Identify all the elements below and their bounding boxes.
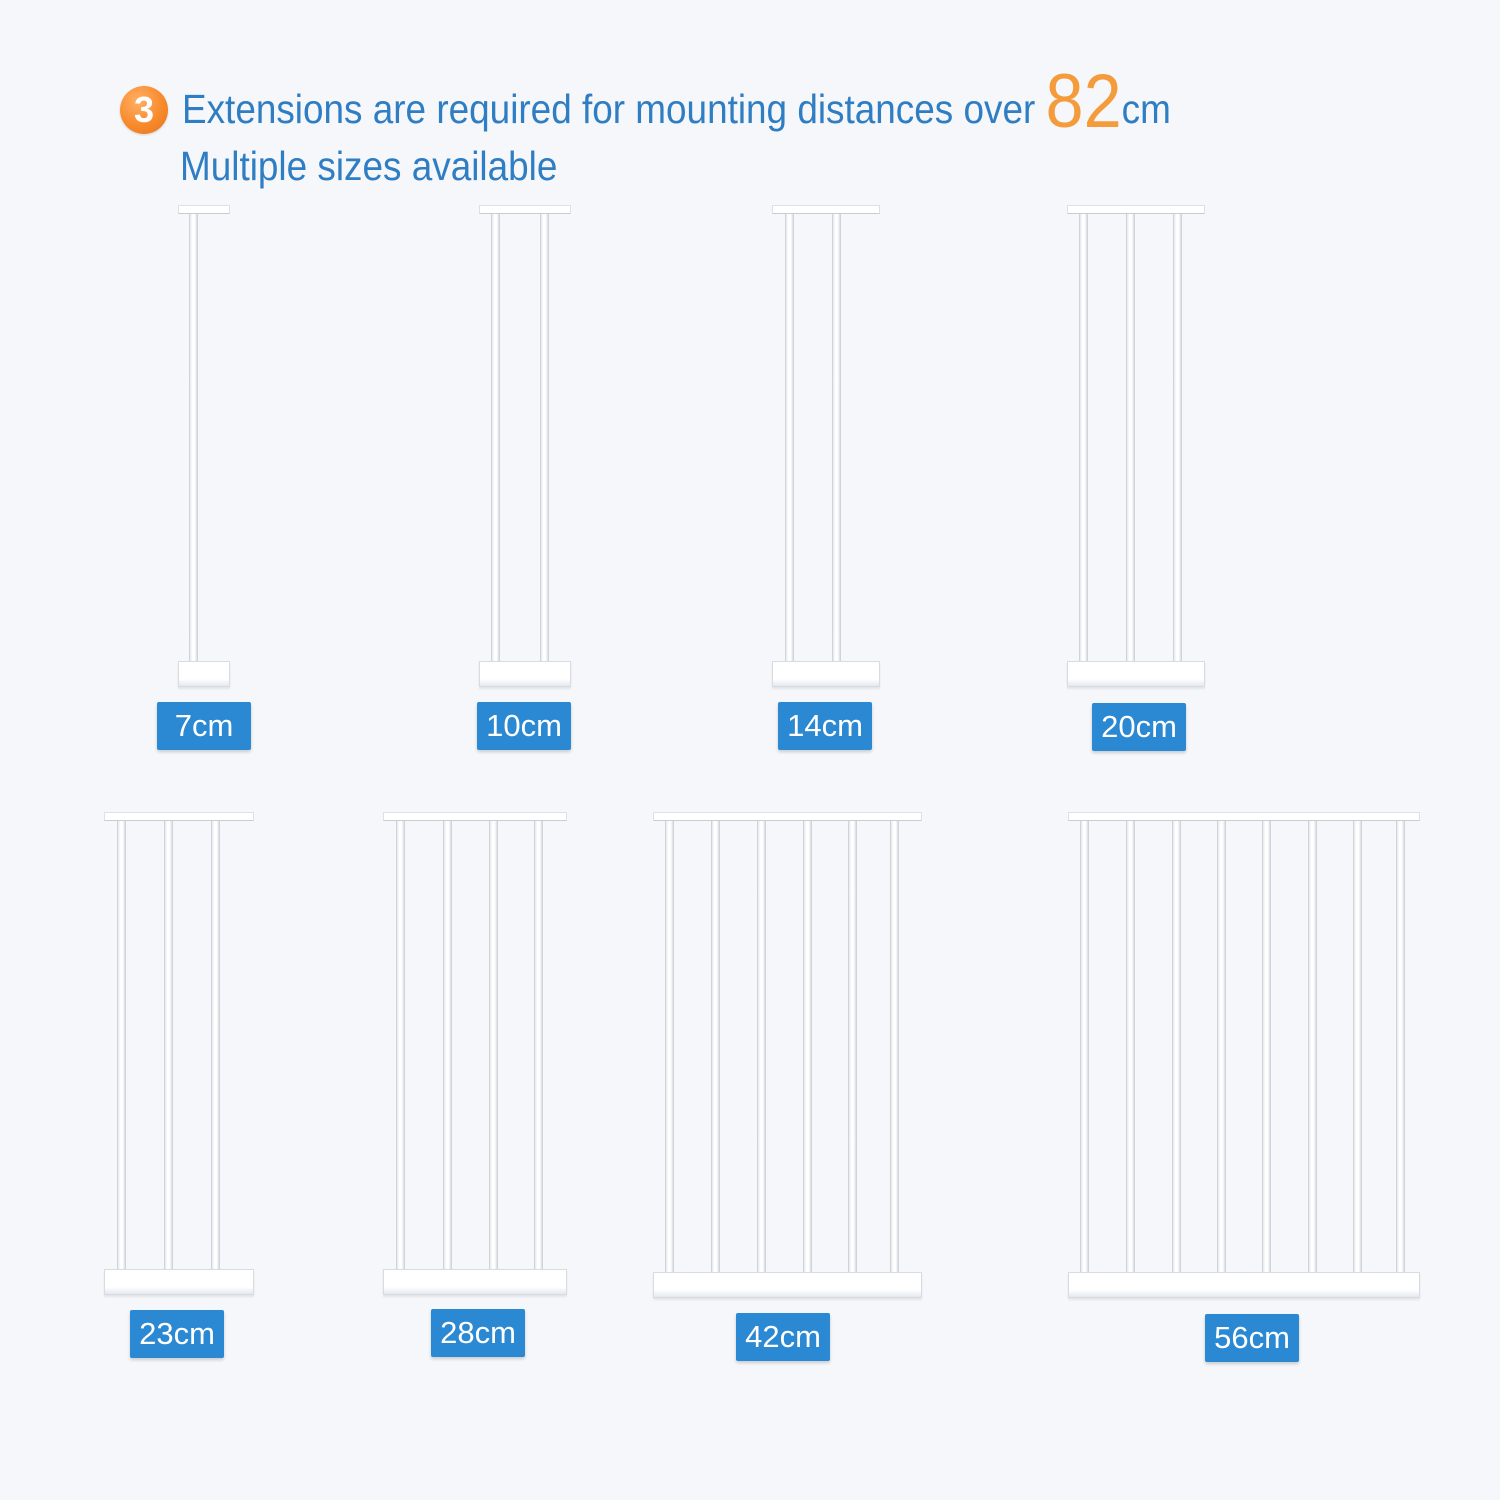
gate-bar xyxy=(1396,821,1405,1272)
gate-bar xyxy=(848,821,857,1272)
gate-top-rail xyxy=(1068,812,1420,821)
gate-bar xyxy=(1079,214,1088,661)
gate-bar xyxy=(211,821,220,1269)
extension-42cm xyxy=(653,812,922,1298)
gate-bar xyxy=(1353,821,1362,1272)
gate-bar xyxy=(164,821,173,1269)
gate-bar xyxy=(1126,821,1135,1272)
gate-bar xyxy=(534,821,543,1269)
gate-bar xyxy=(117,821,126,1269)
extension-56cm xyxy=(1068,812,1420,1298)
extension-7cm xyxy=(178,205,230,687)
gate-bar xyxy=(803,821,812,1272)
gate-top-rail xyxy=(772,205,880,214)
gate-bottom-rail xyxy=(653,1272,922,1298)
gate-bottom-rail xyxy=(772,661,880,687)
extension-14cm xyxy=(772,205,880,687)
gate-top-rail xyxy=(1067,205,1205,214)
gate-bar xyxy=(189,214,198,661)
gate-bar xyxy=(1172,821,1181,1272)
gate-bar xyxy=(396,821,405,1269)
subheadline: Multiple sizes available xyxy=(180,143,558,189)
headline: Extensions are required for mounting dis… xyxy=(182,62,1171,149)
gate-bar xyxy=(1217,821,1226,1272)
size-label-56cm: 56cm xyxy=(1205,1314,1299,1362)
gate-bottom-rail xyxy=(1068,1272,1420,1298)
gate-bar xyxy=(1126,214,1135,661)
gate-bar xyxy=(1262,821,1271,1272)
extension-20cm xyxy=(1067,205,1205,687)
gate-bar xyxy=(711,821,720,1272)
extension-23cm xyxy=(104,812,254,1295)
gate-bar xyxy=(1308,821,1317,1272)
gate-bottom-rail xyxy=(383,1269,567,1295)
gate-bottom-rail xyxy=(178,661,230,687)
gate-bar xyxy=(491,214,500,661)
gate-top-rail xyxy=(653,812,922,821)
gate-bar xyxy=(757,821,766,1272)
gate-bar xyxy=(890,821,899,1272)
gate-bottom-rail xyxy=(104,1269,254,1295)
size-label-7cm: 7cm xyxy=(157,702,251,750)
gate-top-rail xyxy=(383,812,567,821)
gate-bar xyxy=(832,214,841,661)
headline-distance-number: 82 xyxy=(1045,59,1122,144)
size-label-23cm: 23cm xyxy=(130,1310,224,1358)
gate-bar xyxy=(785,214,794,661)
gate-top-rail xyxy=(178,205,230,214)
headline-distance-unit: cm xyxy=(1121,86,1171,132)
size-label-42cm: 42cm xyxy=(736,1313,830,1361)
gate-bar xyxy=(1080,821,1089,1272)
extension-28cm xyxy=(383,812,567,1295)
size-label-20cm: 20cm xyxy=(1092,703,1186,751)
gate-bar xyxy=(1173,214,1182,661)
gate-bar xyxy=(443,821,452,1269)
gate-bar xyxy=(489,821,498,1269)
size-label-10cm: 10cm xyxy=(477,702,571,750)
heading: 3 Extensions are required for mounting d… xyxy=(0,0,1500,200)
headline-text: Extensions are required for mounting dis… xyxy=(182,86,1036,132)
step-number-badge: 3 xyxy=(120,86,168,134)
gate-bottom-rail xyxy=(1067,661,1205,687)
size-label-14cm: 14cm xyxy=(778,702,872,750)
size-label-28cm: 28cm xyxy=(431,1309,525,1357)
gate-bottom-rail xyxy=(479,661,571,687)
gate-top-rail xyxy=(104,812,254,821)
extension-10cm xyxy=(479,205,571,687)
gate-bar xyxy=(540,214,549,661)
gate-bar xyxy=(665,821,674,1272)
gate-top-rail xyxy=(479,205,571,214)
